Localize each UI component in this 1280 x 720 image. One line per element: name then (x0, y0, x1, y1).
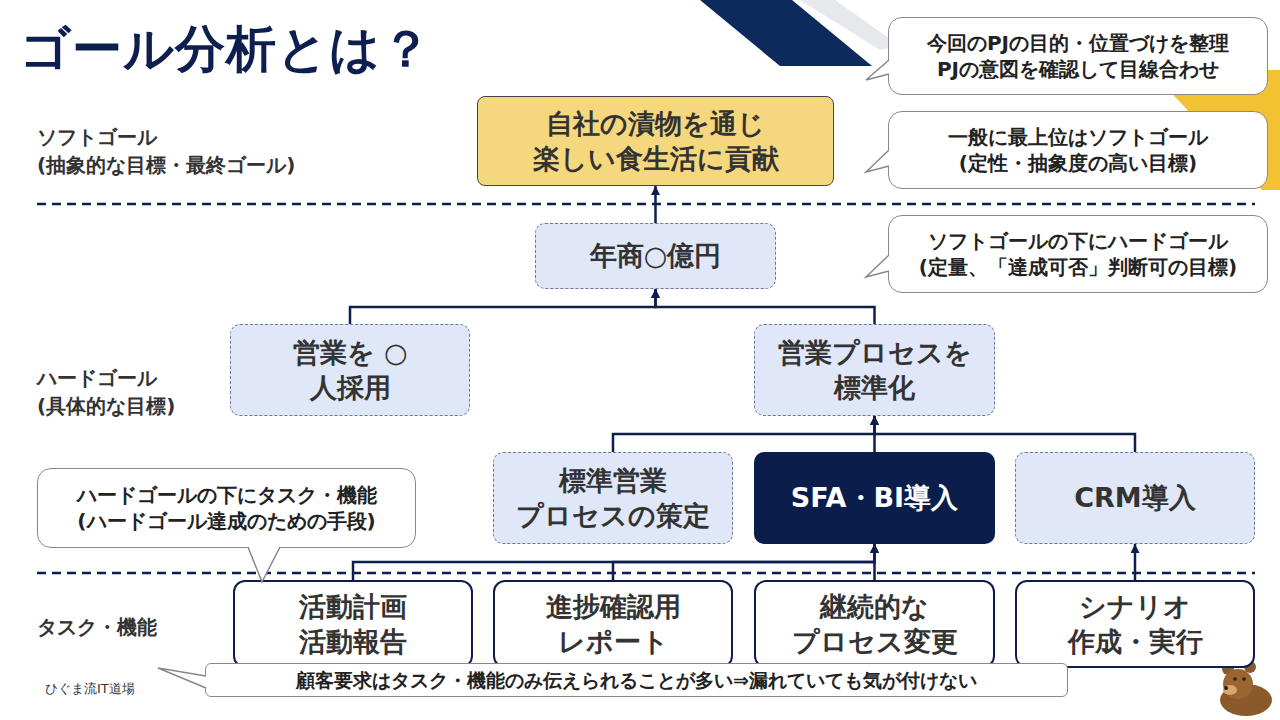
connector-line (1134, 544, 1137, 580)
callout-tail-fill (866, 150, 890, 172)
highlight-box: SFA・BI導入 (754, 452, 995, 544)
bear-snout (1223, 685, 1237, 695)
level-label: ハードゴール (37, 365, 157, 392)
bear-eye (1233, 677, 1237, 681)
node-text: 営業を ○人採用 (275, 335, 425, 405)
task-box: シナリオ 作成・実行 (1015, 580, 1255, 668)
gray-band (800, 0, 900, 50)
node-text: 一般に最上位はソフトゴール (定性・抽象度の高い目標) (928, 124, 1228, 176)
level-label: (抽象的な目標・最終ゴール) (37, 152, 295, 179)
callout-tail (248, 547, 280, 582)
node-text: 進捗確認用 レポート (533, 589, 693, 659)
node-text: CRM導入 (1020, 480, 1250, 515)
hard-goal-box: 年商○億円 (535, 223, 776, 289)
node-text: ハードゴールの下にタスク・機能 (ハードゴール達成のための手段) (67, 482, 387, 534)
note-bubble: 顧客要求はタスク・機能のみ伝えられることが多い⇒漏れていても気が付けない (205, 663, 1068, 697)
callout-tail (866, 150, 889, 172)
callout-tail-fill (866, 255, 890, 277)
connector-line (613, 544, 875, 580)
slide-title: ゴール分析とは？ (20, 16, 432, 83)
hard-goal-box: CRM導入 (1015, 452, 1255, 544)
callout-tail-fill (158, 668, 207, 688)
connector-line (613, 416, 875, 452)
connector-line (875, 416, 1136, 452)
callout-tail (866, 255, 889, 277)
bear-nose (1224, 686, 1228, 690)
task-box: 継続的な プロセス変更 (754, 580, 995, 668)
hard-goal-box: 標準営業 プロセスの策定 (493, 452, 733, 544)
callout-tail (158, 668, 206, 688)
node-text: 年商○億円 (590, 238, 722, 273)
level-label: ソフトゴール (37, 124, 157, 151)
node-text: 顧客要求はタスク・機能のみ伝えられることが多い⇒漏れていても気が付けない (212, 668, 1062, 693)
task-box: 進捗確認用 レポート (493, 580, 733, 668)
node-text: ソフトゴールの下にハードゴール (定量、「達成可否」判断可の目標) (906, 228, 1251, 280)
level-label: タスク・機能 (37, 614, 157, 641)
node-text: 標準営業 プロセスの策定 (508, 463, 718, 533)
task-box: 活動計画 活動報告 (233, 580, 473, 668)
callout-bubble: 今回のPJの目的・位置づけを整理 PJの意図を確認して目線合わせ (888, 17, 1268, 95)
connector-line (353, 544, 875, 580)
hard-goal-box: 営業プロセスを 標準化 (754, 324, 995, 416)
level-divider (37, 572, 1255, 575)
node-text: 今回のPJの目的・位置づけを整理 PJの意図を確認して目線合わせ (903, 30, 1253, 82)
callout-bubble: 一般に最上位はソフトゴール (定性・抽象度の高い目標) (888, 111, 1268, 189)
callout-tail-fill (866, 60, 890, 80)
node-text: 継続的な プロセス変更 (782, 589, 967, 659)
connector-line (654, 186, 657, 223)
node-text: 活動計画 活動報告 (273, 589, 433, 659)
node-text: SFA・BI導入 (760, 480, 990, 515)
level-label: (具体的な目標) (37, 393, 175, 420)
node-text: 自社の漬物を通じ 楽しい食生活に貢献 (506, 106, 806, 176)
callout-tail-fill (248, 547, 280, 583)
bear-head (1223, 669, 1253, 699)
callout-bubble: ハードゴールの下にタスク・機能 (ハードゴール達成のための手段) (37, 468, 416, 548)
watermark: ひぐま流IT道場 (45, 680, 135, 698)
soft-goal-box: 自社の漬物を通じ 楽しい食生活に貢献 (477, 96, 834, 186)
callout-tail (866, 60, 889, 80)
node-text: シナリオ 作成・実行 (1055, 589, 1215, 659)
connector-line (656, 289, 875, 324)
bear-eye (1242, 677, 1246, 681)
hard-goal-box: 営業を ○人採用 (230, 324, 470, 416)
connector-line (350, 289, 656, 324)
node-text: 営業プロセスを 標準化 (770, 335, 980, 405)
bear-icon (1220, 661, 1272, 716)
connector-line (873, 544, 876, 580)
level-divider (37, 203, 1255, 206)
callout-bubble: ソフトゴールの下にハードゴール (定量、「達成可否」判断可の目標) (888, 215, 1268, 293)
